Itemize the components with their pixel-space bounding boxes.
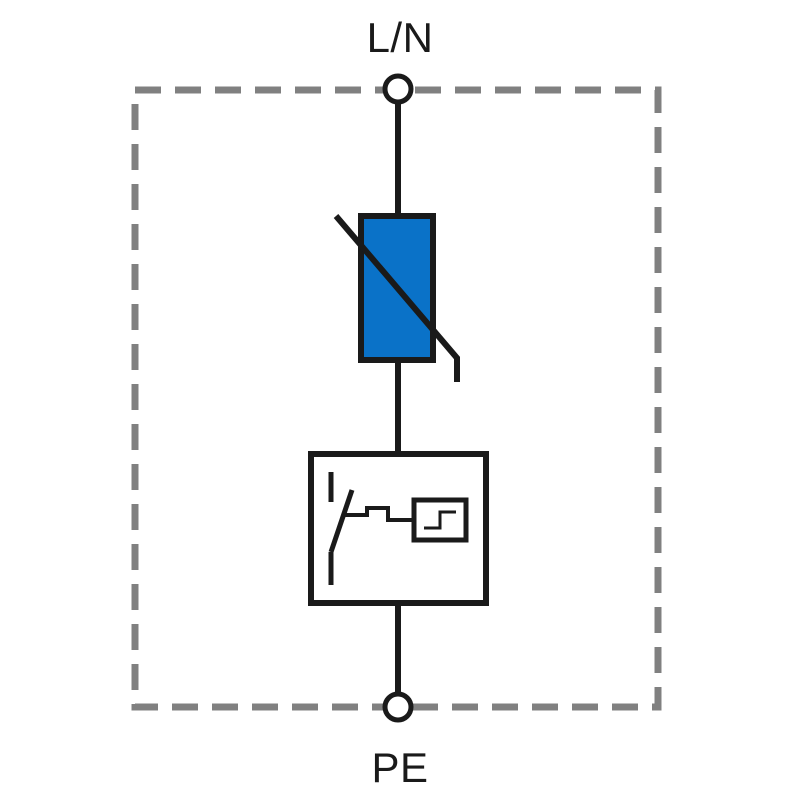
terminal-label-bottom: PE xyxy=(371,744,429,791)
terminal-top-icon xyxy=(382,73,414,105)
varistor-icon xyxy=(333,213,460,382)
terminal-bottom-icon xyxy=(382,691,414,723)
thermal-disconnector-icon xyxy=(308,451,489,606)
terminal-label-top: L/N xyxy=(366,14,434,61)
